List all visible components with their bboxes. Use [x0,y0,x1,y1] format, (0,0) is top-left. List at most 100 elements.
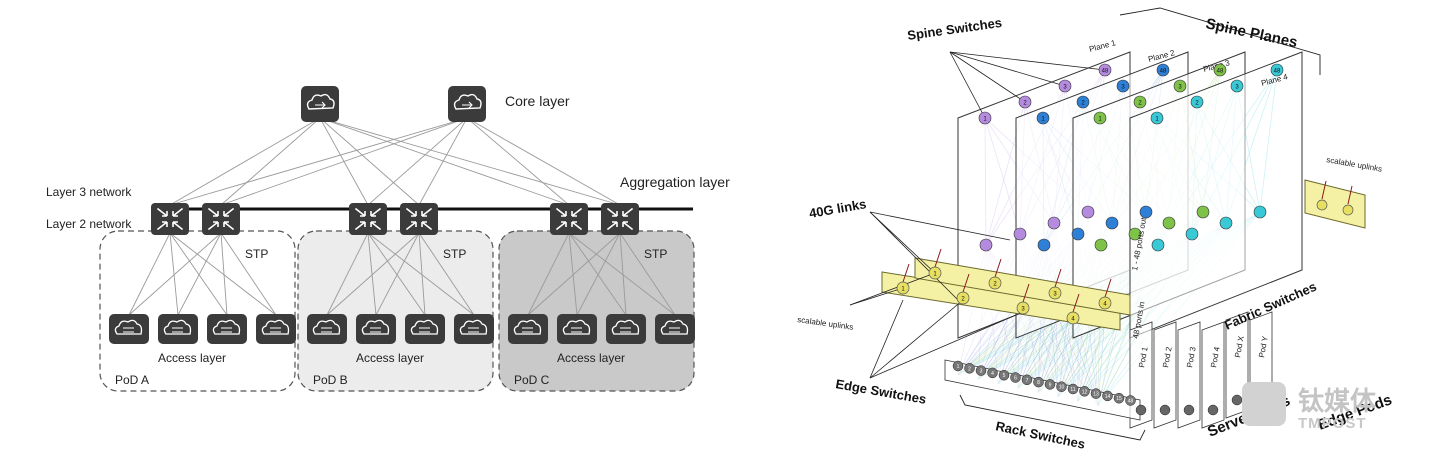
edge-switch-number: 3 [1021,307,1025,313]
agg-access-link [169,232,179,316]
access-switch-icon [307,314,347,344]
spine-switch-node [1133,95,1147,109]
rack-switch-number: 14 [1105,394,1111,400]
scalable-uplinks-left-label: scalable uplinks [797,315,854,332]
edge-switch-node [1016,301,1030,315]
fabric-switch-node [979,238,993,252]
stp-label: STP [644,247,667,261]
agg-access-link [128,232,222,316]
fabric-switch-node [1037,238,1051,252]
aggregation-switch-icon [202,203,240,235]
access-layer-label: Access layer [356,351,424,365]
agg-access-link [527,232,621,316]
fabric-switch-node [1081,205,1095,219]
edge-switch-number: 2 [993,282,997,288]
edge-switch-node [1066,311,1080,325]
agg-access-link [619,232,627,316]
core-layer-label: Core layer [505,93,570,109]
fabric-switch-node [1253,205,1267,219]
pod-name-label: PoD A [115,373,149,387]
spine-switch-node [1116,79,1130,93]
edge-switch-node [1098,296,1112,310]
edge-switch-number: 1 [933,272,937,278]
pod-label: Pod X [1233,335,1246,359]
pod-node [1159,404,1171,416]
access-switch-icon [454,314,494,344]
core-router-icon [301,86,339,122]
layer3-network-label: Layer 3 network [46,185,132,199]
spine-switch-number: 3 [1235,85,1239,91]
edge-switch-node [956,291,970,305]
agg-access-link [128,232,171,316]
rack-switch-node [1044,379,1056,390]
spine-switch-number: 3 [1121,85,1125,91]
rack-switch-node [1102,390,1113,402]
pod-node [1183,404,1195,416]
agg-access-link [367,232,426,316]
rack-switch-number: 4 [991,371,994,377]
watermark-subtext: TMPOST [1298,415,1367,432]
agg-access-link [375,232,420,316]
edge-switch-node [988,276,1002,290]
agg-access-link [418,232,475,316]
scalable-uplinks-top-label: scalable uplinks [1326,155,1383,174]
label-pointer [849,287,904,306]
edge-switch-node [896,281,910,295]
spine-switch-node [1058,79,1072,93]
label-pointer [869,211,959,301]
rack-switch-number: 5 [1003,373,1006,379]
edge-switch-node [1048,286,1062,300]
spine-switch-number: 1 [1041,117,1045,123]
fabric-switch-node [1219,216,1233,230]
aggregation-switch-icon [400,203,438,235]
rack-switch-number: 7 [1026,378,1029,384]
label-pointer [949,51,1106,71]
access-switch-icon [256,314,296,344]
uplink-arrow [962,273,970,293]
fabric-switch-node [1139,205,1153,219]
pod-panel [1153,321,1177,429]
core-agg-link [220,117,321,206]
core-agg-link [169,117,321,206]
rack-switches-label: Rack Switches [994,418,1086,452]
rack-switch-node [1010,372,1021,383]
stp-label: STP [245,247,268,261]
core-agg-link [418,117,468,206]
uplink-arrow [1054,268,1062,288]
spine-switch-number: 48 [1274,69,1281,75]
edge-switch-number: 1 [901,287,905,293]
label-pointer [869,211,936,274]
spine-switch-number: 3 [1178,85,1182,91]
fabric-switch-node [1071,227,1085,241]
spine-switch-number: 1 [983,117,987,123]
spine-switch-number: 1 [1098,117,1102,123]
agg-access-link [326,232,420,316]
uplink-arrow [994,258,1002,278]
edge-switch-number: 4 [1103,302,1107,308]
agg-access-link [568,232,676,316]
spine-switch-node [1230,79,1244,93]
uplink-arrow [902,263,910,283]
agg-access-link [367,232,475,316]
edge-switch-number: 4 [1071,317,1075,323]
aggregation-switch-icon [601,203,639,235]
edge-switch-number: 3 [1053,292,1057,298]
rack-switches-bracket [959,394,1146,441]
label-pointer [949,51,1066,87]
core-agg-link [466,117,570,206]
label-pointer [869,299,904,379]
layer2-network-label: Layer 2 network [46,217,132,231]
spine-switch-number: 48 [1102,69,1109,75]
uplink-arrow [1321,180,1327,200]
rack-switch-node [1113,392,1125,404]
spine-switch-number: 1 [1155,117,1159,123]
spine-planes-label: Spine Planes [1204,15,1299,51]
pod-name-label: PoD B [313,373,348,387]
pod-panel [1177,321,1201,429]
edge-switch-node [1316,199,1328,211]
pod-label: Pod Y [1257,335,1270,359]
rack-switch-number: 9 [1049,382,1052,388]
uplink-arrow [1022,283,1030,303]
spine-switch-number: 48 [1217,69,1224,75]
40g-links-label: 40G links [808,196,868,221]
